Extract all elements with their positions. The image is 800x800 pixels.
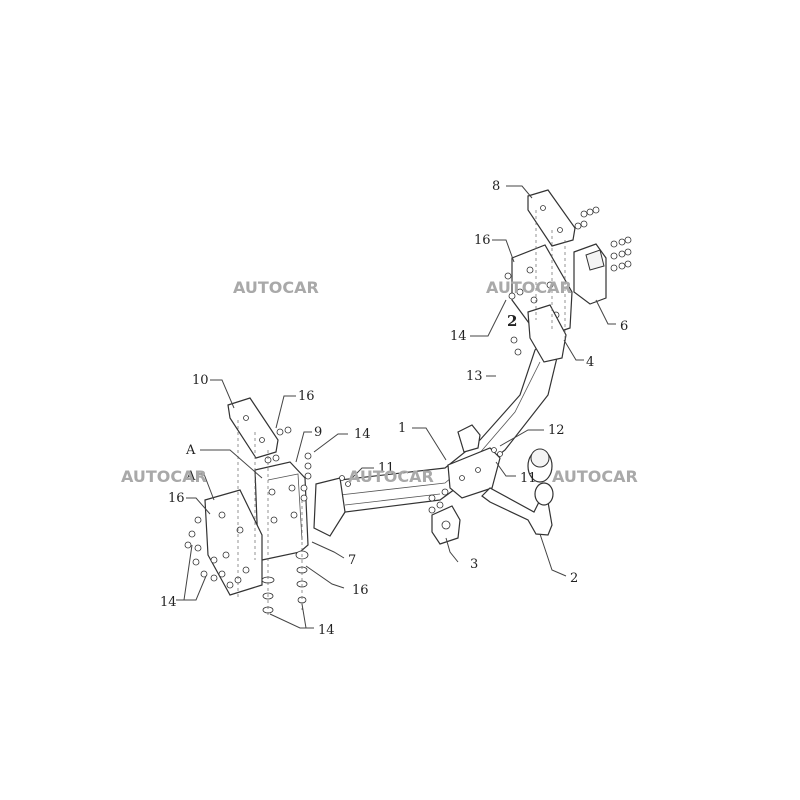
callout-2: 2 xyxy=(570,571,578,586)
callout-16-bottom: 16 xyxy=(352,583,369,598)
callout-14-left-bottom: 14 xyxy=(160,595,177,610)
watermark-3: AUTOCAR xyxy=(121,467,207,486)
callout-16-left-top: 16 xyxy=(298,389,315,404)
tow-ball-arm-part xyxy=(481,448,554,536)
left-outer-plate-part xyxy=(204,489,263,596)
left-top-plate-part xyxy=(227,397,279,459)
watermark-5: AUTOCAR xyxy=(552,467,638,486)
watermarks: AUTOCAR AUTOCAR AUTOCAR AUTOCAR AUTOCAR xyxy=(121,278,638,486)
callout-8: 8 xyxy=(492,179,500,194)
watermark-2: AUTOCAR xyxy=(486,278,572,297)
watermark-1: AUTOCAR xyxy=(233,278,319,297)
assembly-guide-lines xyxy=(237,210,566,615)
callout-11-left: 11 xyxy=(378,461,395,476)
right-side-bracket-part xyxy=(527,304,567,363)
callout-10: 10 xyxy=(192,373,209,388)
callout-13: 13 xyxy=(466,369,483,384)
receiver-bracket-part xyxy=(447,424,501,499)
callout-14-bottom: 14 xyxy=(318,623,335,638)
left-bracket-part xyxy=(254,461,309,561)
right-top-plate-part xyxy=(527,189,576,247)
callout-a-upper: A xyxy=(185,443,196,458)
callout-labels: 1 2 2 3 4 6 7 8 9 10 11 11 12 13 14 14 1… xyxy=(160,179,628,638)
callout-14-right: 14 xyxy=(450,329,467,344)
watermark-4: AUTOCAR xyxy=(348,467,434,486)
callout-3: 3 xyxy=(470,557,478,572)
callout-12: 12 xyxy=(548,423,565,438)
callout-2-upper: 2 xyxy=(507,312,517,330)
crossbar-part xyxy=(313,334,561,537)
leader-lines xyxy=(176,185,616,629)
callout-7: 7 xyxy=(348,553,356,568)
callout-11: 11 xyxy=(520,471,537,486)
callout-14-left-top: 14 xyxy=(354,427,371,442)
callout-a-lower: A xyxy=(185,469,196,484)
callout-6: 6 xyxy=(620,319,628,334)
callout-16-right: 16 xyxy=(474,233,491,248)
callout-4: 4 xyxy=(586,355,594,370)
socket-plate-part xyxy=(431,505,461,545)
callout-16-left: 16 xyxy=(168,491,185,506)
callout-1: 1 xyxy=(398,421,406,436)
right-inner-plate-part xyxy=(511,244,573,339)
right-outer-bracket-part xyxy=(573,243,607,305)
callout-9: 9 xyxy=(314,425,322,440)
